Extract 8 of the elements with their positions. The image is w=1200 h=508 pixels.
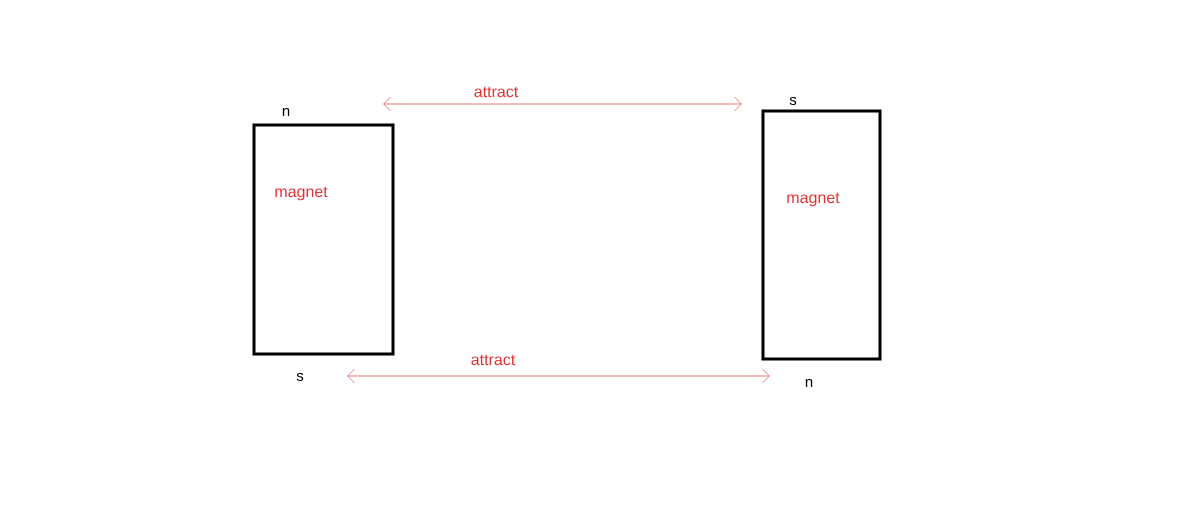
magnet-box: magnet: [761, 109, 882, 361]
force-label: attract: [474, 86, 519, 98]
pole-label: n: [282, 107, 290, 117]
pole-label: s: [789, 96, 797, 106]
pole-label: n: [805, 378, 813, 387]
force-label: attract: [471, 354, 516, 366]
pole-label: s: [296, 372, 304, 382]
magnet-box: magnet: [252, 123, 395, 356]
